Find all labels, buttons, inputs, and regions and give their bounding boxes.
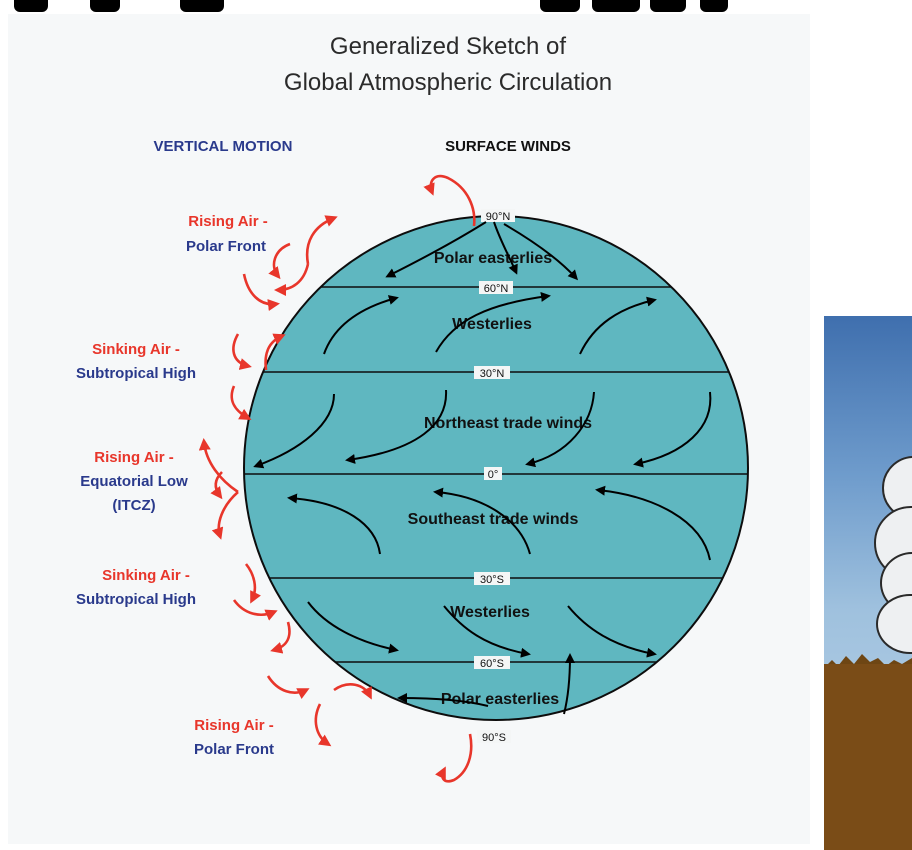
vm-label-3-blue-1: Equatorial Low bbox=[80, 473, 188, 490]
title-line-1: Generalized Sketch of bbox=[330, 33, 566, 60]
circulation-diagram: Generalized Sketch of Global Atmospheric… bbox=[76, 33, 749, 783]
latitude-labels: 90°N 60°N 30°N 0° 30°S 60°S 90°S bbox=[474, 209, 515, 744]
vm-label-4-red: Sinking Air - bbox=[102, 567, 190, 584]
zone-westerlies-south: Westerlies bbox=[450, 604, 530, 621]
zone-northeast-trade-winds: Northeast trade winds bbox=[424, 415, 592, 432]
vertical-motion-heading: VERTICAL MOTION bbox=[154, 138, 293, 155]
zone-southeast-trade-winds: Southeast trade winds bbox=[408, 511, 579, 528]
lat-label-60n: 60°N bbox=[484, 283, 509, 295]
zone-polar-easterlies-south: Polar easterlies bbox=[441, 691, 559, 708]
lat-label-60s: 60°S bbox=[480, 658, 504, 670]
lat-label-30n: 30°N bbox=[480, 368, 505, 380]
lat-label-30s: 30°S bbox=[480, 574, 504, 586]
vm-label-5-red: Rising Air - bbox=[194, 717, 273, 734]
vm-label-4-blue: Subtropical High bbox=[76, 591, 196, 608]
lat-label-90s: 90°S bbox=[482, 732, 506, 744]
vm-label-5-blue: Polar Front bbox=[194, 741, 274, 758]
vm-label-1-red: Rising Air - bbox=[188, 213, 267, 230]
thunderstorm-illustration bbox=[824, 316, 912, 850]
cropped-headline bbox=[0, 0, 912, 14]
title-line-2: Global Atmospheric Circulation bbox=[284, 69, 612, 96]
surface-wind-arrows bbox=[253, 221, 712, 715]
vm-label-3-blue-2: (ITCZ) bbox=[112, 497, 155, 514]
lat-label-90n: 90°N bbox=[486, 211, 511, 223]
vertical-motion-arrows bbox=[198, 174, 476, 783]
surface-winds-heading: SURFACE WINDS bbox=[445, 138, 571, 155]
zone-westerlies-north: Westerlies bbox=[452, 316, 532, 333]
vm-label-2-blue: Subtropical High bbox=[76, 365, 196, 382]
vm-label-1-blue: Polar Front bbox=[186, 238, 266, 255]
vm-label-3-red: Rising Air - bbox=[94, 449, 173, 466]
diagram-panel: Generalized Sketch of Global Atmospheric… bbox=[8, 14, 810, 844]
vm-label-2-red: Sinking Air - bbox=[92, 341, 180, 358]
zone-polar-easterlies-north: Polar easterlies bbox=[434, 250, 552, 267]
vertical-motion-labels: Rising Air - Polar Front Sinking Air - S… bbox=[76, 213, 274, 758]
lat-label-equator: 0° bbox=[488, 469, 499, 481]
